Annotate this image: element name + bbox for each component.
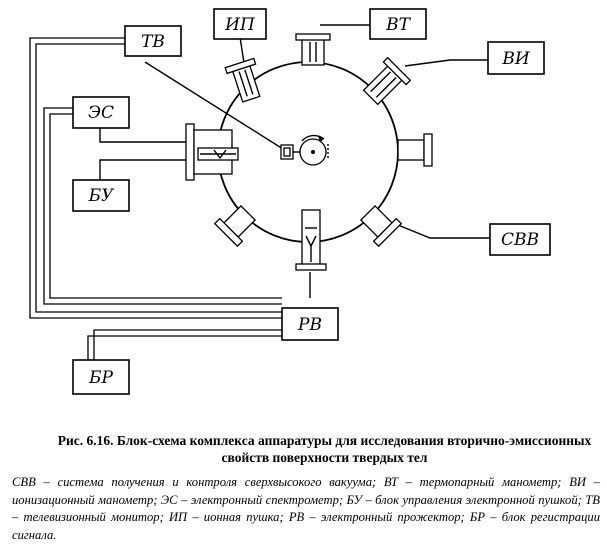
connection-wires — [29, 24, 490, 360]
lower-right-flange-port — [359, 204, 403, 248]
block-ip-label: ИП — [224, 15, 256, 35]
block-rv: РВ — [281, 307, 339, 341]
thermocouple-gauge-port — [295, 33, 331, 66]
block-vt-label: ВТ — [385, 15, 411, 35]
block-br: БР — [72, 359, 130, 395]
block-svv-label: СВВ — [501, 230, 539, 250]
electron-projector-port — [295, 209, 327, 271]
block-vi: ВИ — [487, 41, 545, 75]
electron-spectrometer-port — [185, 123, 239, 181]
block-vi-label: ВИ — [501, 49, 530, 69]
block-bu: БУ — [72, 179, 130, 212]
ion-gun-port — [224, 57, 261, 103]
block-tv: ТВ — [124, 25, 182, 57]
apparatus-block-diagram: ТВ ИП ВТ ВИ ЭС БУ СВВ РВ БР — [29, 8, 551, 395]
block-br-label: БР — [88, 368, 113, 388]
block-es: ЭС — [72, 96, 130, 129]
block-svv: СВВ — [489, 223, 551, 256]
block-rv-label: РВ — [297, 315, 322, 335]
block-es-label: ЭС — [88, 103, 114, 123]
block-vt: ВТ — [369, 8, 427, 40]
figure-legend: СВВ – система получения и контроля сверх… — [12, 475, 600, 542]
sample-holder — [280, 134, 329, 166]
block-bu-label: БУ — [88, 186, 115, 206]
block-ip: ИП — [213, 8, 267, 40]
right-flange-port — [397, 133, 433, 167]
ionization-gauge-port — [362, 56, 412, 106]
lower-left-flange-port — [213, 204, 257, 248]
figure-caption: Рис. 6.16. Блок-схема комплекса аппарату… — [57, 433, 592, 465]
block-tv-label: ТВ — [141, 32, 165, 52]
